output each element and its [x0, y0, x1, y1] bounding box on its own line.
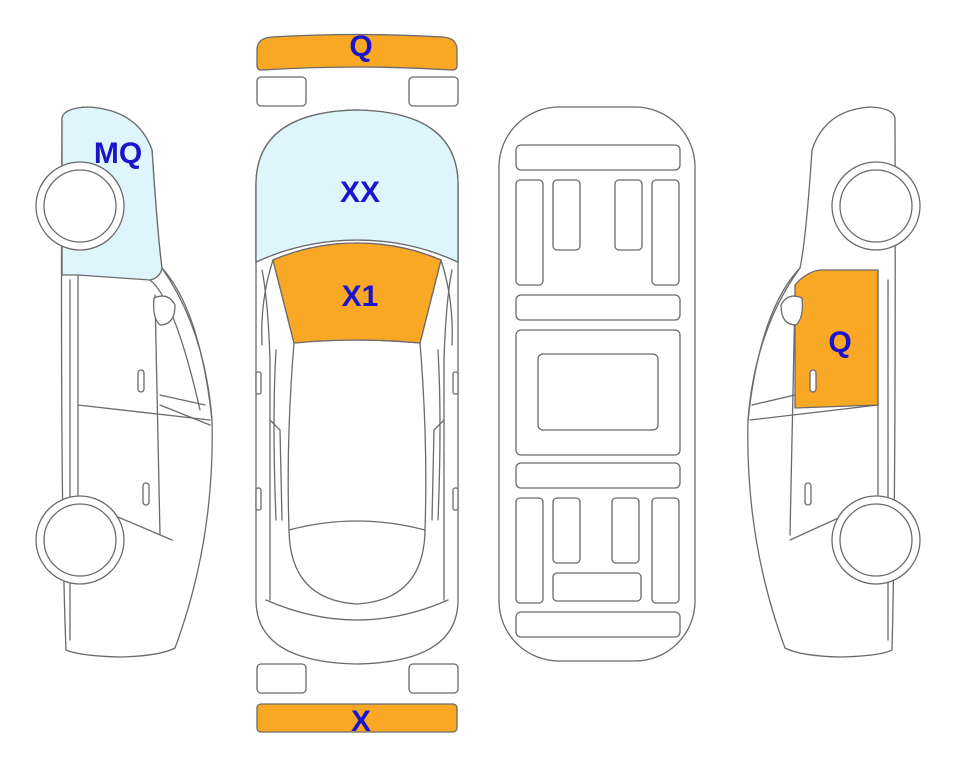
rear-bumper-panel[interactable] [256, 703, 458, 733]
car-left-side-view [35, 106, 213, 658]
front-left-light[interactable] [256, 76, 307, 107]
right-rear-door-label: Q [828, 326, 851, 359]
hood-label: XX [340, 176, 380, 209]
left-rear-wheel[interactable] [35, 495, 125, 585]
rear-bumper-group [256, 663, 459, 733]
zone-labels: Q XX X1 X MQ Q [94, 30, 852, 738]
left-fender-label: MQ [94, 137, 142, 170]
windshield-damage-zone[interactable] [272, 242, 442, 344]
right-front-wheel[interactable] [831, 161, 921, 251]
right-rear-wheel[interactable] [831, 495, 921, 585]
hood-paint-zone[interactable] [255, 109, 459, 264]
car-interior-view [498, 106, 696, 662]
front-bumper-label: Q [349, 30, 372, 63]
front-bumper-panel[interactable] [256, 33, 458, 71]
left-front-wheel[interactable] [35, 161, 125, 251]
rear-bumper-label: X [351, 705, 371, 738]
windshield-label: X1 [342, 280, 379, 313]
car-right-side-view [747, 106, 921, 658]
front-right-light[interactable] [408, 76, 459, 107]
rear-right-light[interactable] [408, 663, 459, 694]
front-bumper-group [256, 33, 459, 107]
rear-left-light[interactable] [256, 663, 307, 694]
damage-zones [255, 109, 459, 344]
